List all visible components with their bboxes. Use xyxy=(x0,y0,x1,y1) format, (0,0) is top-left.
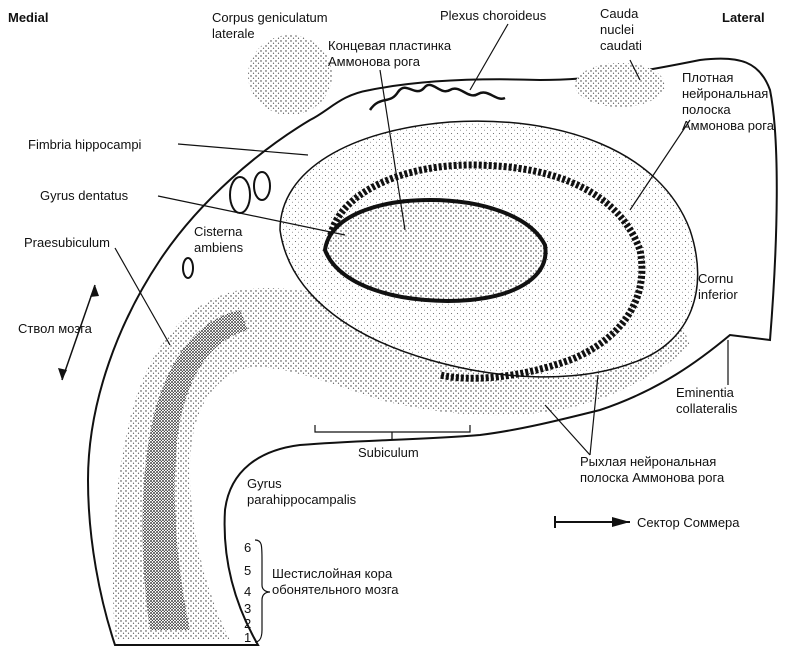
cortex-layer-3: 3 xyxy=(244,601,251,616)
brainstem-arrow-head-top xyxy=(90,285,99,297)
leader-cauda xyxy=(629,59,641,81)
leader-praesubiculum xyxy=(114,247,171,346)
leader-loose-layer-1 xyxy=(544,404,591,456)
sommer-marker-arrow xyxy=(612,517,630,527)
label-corpus-geniculatum-2: laterale xyxy=(212,26,255,41)
label-cauda-3: caudati xyxy=(600,38,642,53)
label-dense-layer-2: нейрональная xyxy=(682,86,768,101)
cortex-layer-2: 2 xyxy=(244,616,251,631)
vessel-3 xyxy=(182,257,194,279)
leader-gyrus-dentatus xyxy=(157,195,346,236)
plexus-choroideus xyxy=(368,83,506,111)
label-gyrus-dentatus: Gyrus dentatus xyxy=(40,188,129,203)
label-cisterna-2: ambiens xyxy=(194,240,244,255)
label-loose-layer-2: полоска Аммонова рога xyxy=(580,470,725,485)
label-eminentia-1: Eminentia xyxy=(676,385,735,400)
cauda-nuclei-caudati xyxy=(575,63,665,107)
label-end-plate-1: Концевая пластинка xyxy=(328,38,452,53)
cortex-layer-6: 6 xyxy=(244,540,251,555)
label-dense-layer-1: Плотная xyxy=(682,70,733,85)
leader-end-plate xyxy=(379,69,406,231)
label-cisterna-1: Cisterna xyxy=(194,224,243,239)
label-gyrus-parahippocampalis-2: parahippocampalis xyxy=(247,492,357,507)
dense-neuronal-layer xyxy=(326,161,646,382)
cortex-layer-4: 4 xyxy=(244,584,251,599)
layers-brace xyxy=(254,539,271,643)
leader-dense-layer xyxy=(629,119,691,211)
label-subiculum: Subiculum xyxy=(358,445,419,460)
label-end-plate-2: Аммонова рога xyxy=(328,54,421,69)
label-plexus-choroideus: Plexus choroideus xyxy=(440,8,547,23)
leader-loose-layer-2 xyxy=(589,374,599,456)
label-praesubiculum: Praesubiculum xyxy=(24,235,110,250)
label-fimbria: Fimbria hippocampi xyxy=(28,137,142,152)
label-lateral: Lateral xyxy=(722,10,765,25)
cortex-dense-band xyxy=(142,310,248,630)
cortex-layer-5: 5 xyxy=(244,563,251,578)
corpus-geniculatum xyxy=(248,35,332,115)
leader-plexus xyxy=(469,23,509,91)
label-cornu-inferior-2: inferior xyxy=(698,287,738,302)
vessel-1 xyxy=(229,176,251,214)
vessel-2 xyxy=(253,171,271,201)
label-gyrus-parahippocampalis-1: Gyrus xyxy=(247,476,282,491)
cortex-layer-1: 1 xyxy=(244,630,251,645)
label-eminentia-2: collateralis xyxy=(676,401,738,416)
subiculum-brace xyxy=(314,425,471,440)
label-medial: Medial xyxy=(8,10,48,25)
brainstem-arrow xyxy=(61,284,96,381)
label-brainstem: Ствол мозга xyxy=(18,321,93,336)
label-sommer-sector: Сектор Соммера xyxy=(637,515,740,530)
label-corpus-geniculatum-1: Corpus geniculatum xyxy=(212,10,328,25)
label-six-layer-cortex-2: обонятельного мозга xyxy=(272,582,399,597)
label-cornu-inferior-1: Cornu xyxy=(698,271,733,286)
label-dense-layer-4: Аммонова рога xyxy=(682,118,775,133)
label-loose-layer-1: Рыхлая нейрональная xyxy=(580,454,716,469)
leader-fimbria xyxy=(177,143,309,156)
brainstem-arrow-head-bottom xyxy=(58,368,67,380)
label-six-layer-cortex-1: Шестислойная кора xyxy=(272,566,393,581)
gyrus-dentatus xyxy=(322,197,548,303)
label-cauda-2: nuclei xyxy=(600,22,634,37)
label-cauda-1: Cauda xyxy=(600,6,639,21)
label-dense-layer-3: полоска xyxy=(682,102,731,117)
